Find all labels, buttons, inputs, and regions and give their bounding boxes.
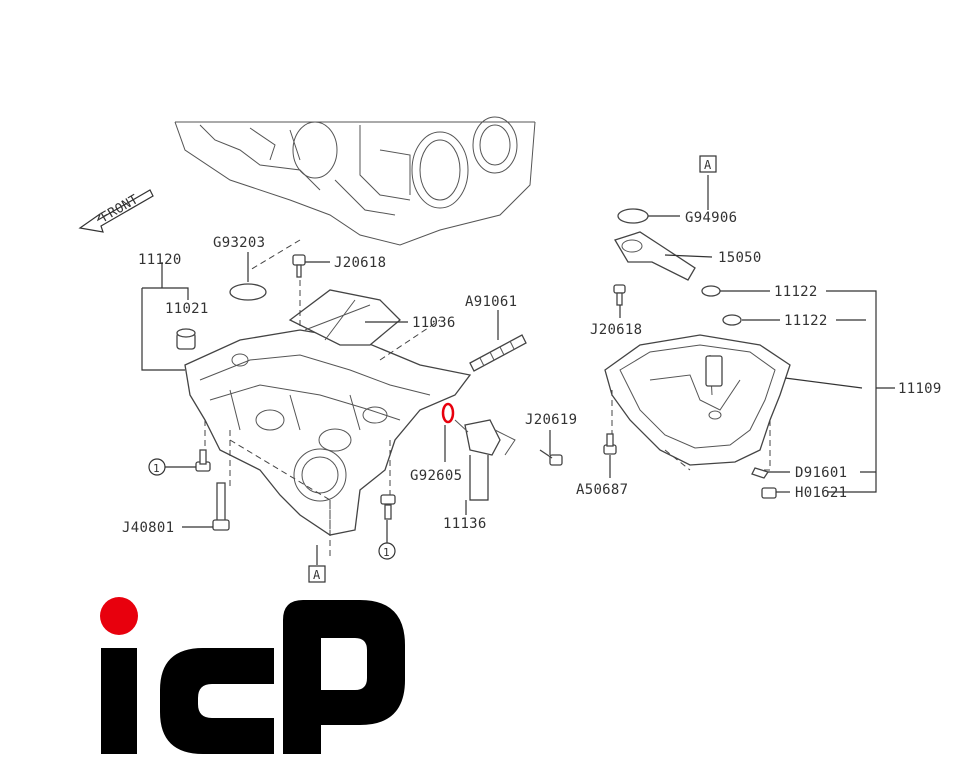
- callout-circle-1-right: 1: [378, 542, 396, 560]
- label-11136: 11136: [443, 516, 487, 532]
- bolt-left-1: [195, 449, 211, 472]
- icp-logo: [100, 597, 405, 754]
- right-leader-lines: [609, 175, 895, 493]
- bolt-j40801: [212, 482, 230, 531]
- bolt-a50687: [603, 433, 617, 455]
- bolt-j20618-left: [292, 254, 306, 278]
- label-g92605: G92605: [410, 468, 462, 484]
- left-leader-lines: [141, 252, 551, 565]
- label-11122-b: 11122: [784, 313, 828, 329]
- label-j20618-left: J20618: [334, 255, 386, 271]
- label-j20619: J20619: [525, 412, 577, 428]
- oil-strainer-11136: [454, 419, 516, 456]
- logo-red-dot: [100, 597, 138, 635]
- label-11109: 11109: [898, 381, 942, 397]
- bolt-j20619: [539, 449, 563, 466]
- engine-block-illustration: [174, 116, 536, 246]
- plug-11021: [176, 328, 196, 350]
- front-label: FRONT: [99, 192, 142, 225]
- label-11021: 11021: [165, 301, 209, 317]
- o-ring-g94906: [617, 208, 649, 224]
- gasket-ring-g93203: [229, 283, 267, 301]
- upper-oil-pan-illustration: [184, 239, 472, 560]
- gasket-11122-b: [722, 314, 742, 326]
- lower-oil-pan-illustration: [604, 334, 791, 471]
- front-direction-arrow: FRONT: [78, 189, 154, 233]
- label-h01621: H01621: [795, 485, 847, 501]
- reference-box-a-left: A: [308, 565, 326, 583]
- drain-washer-d91601: [751, 467, 770, 479]
- label-11122-a: 11122: [774, 284, 818, 300]
- label-11120: 11120: [138, 252, 182, 268]
- reference-box-a-right: A: [699, 155, 717, 173]
- gasket-11122-a: [701, 285, 721, 297]
- bolt-right-1: [380, 494, 396, 520]
- label-j40801: J40801: [122, 520, 174, 536]
- svg-text:A: A: [313, 568, 321, 582]
- pickup-tube-15050: [614, 231, 696, 281]
- svg-text:A: A: [704, 158, 712, 172]
- bolt-j20618-right: [613, 284, 626, 306]
- svg-text:1: 1: [153, 462, 160, 475]
- label-j20618-right: J20618: [590, 322, 642, 338]
- label-a91061: A91061: [465, 294, 517, 310]
- stud-a91061: [469, 334, 527, 372]
- drain-plug-h01621: [761, 487, 777, 499]
- label-g93203: G93203: [213, 235, 265, 251]
- callout-circle-1-left: 1: [148, 458, 166, 476]
- label-d91601: D91601: [795, 465, 847, 481]
- label-a50687: A50687: [576, 482, 628, 498]
- o-ring-g92605-highlight: [441, 402, 455, 424]
- label-11036: 11036: [412, 315, 456, 331]
- svg-text:1: 1: [383, 546, 390, 559]
- label-g94906: G94906: [685, 210, 737, 226]
- label-15050: 15050: [718, 250, 762, 266]
